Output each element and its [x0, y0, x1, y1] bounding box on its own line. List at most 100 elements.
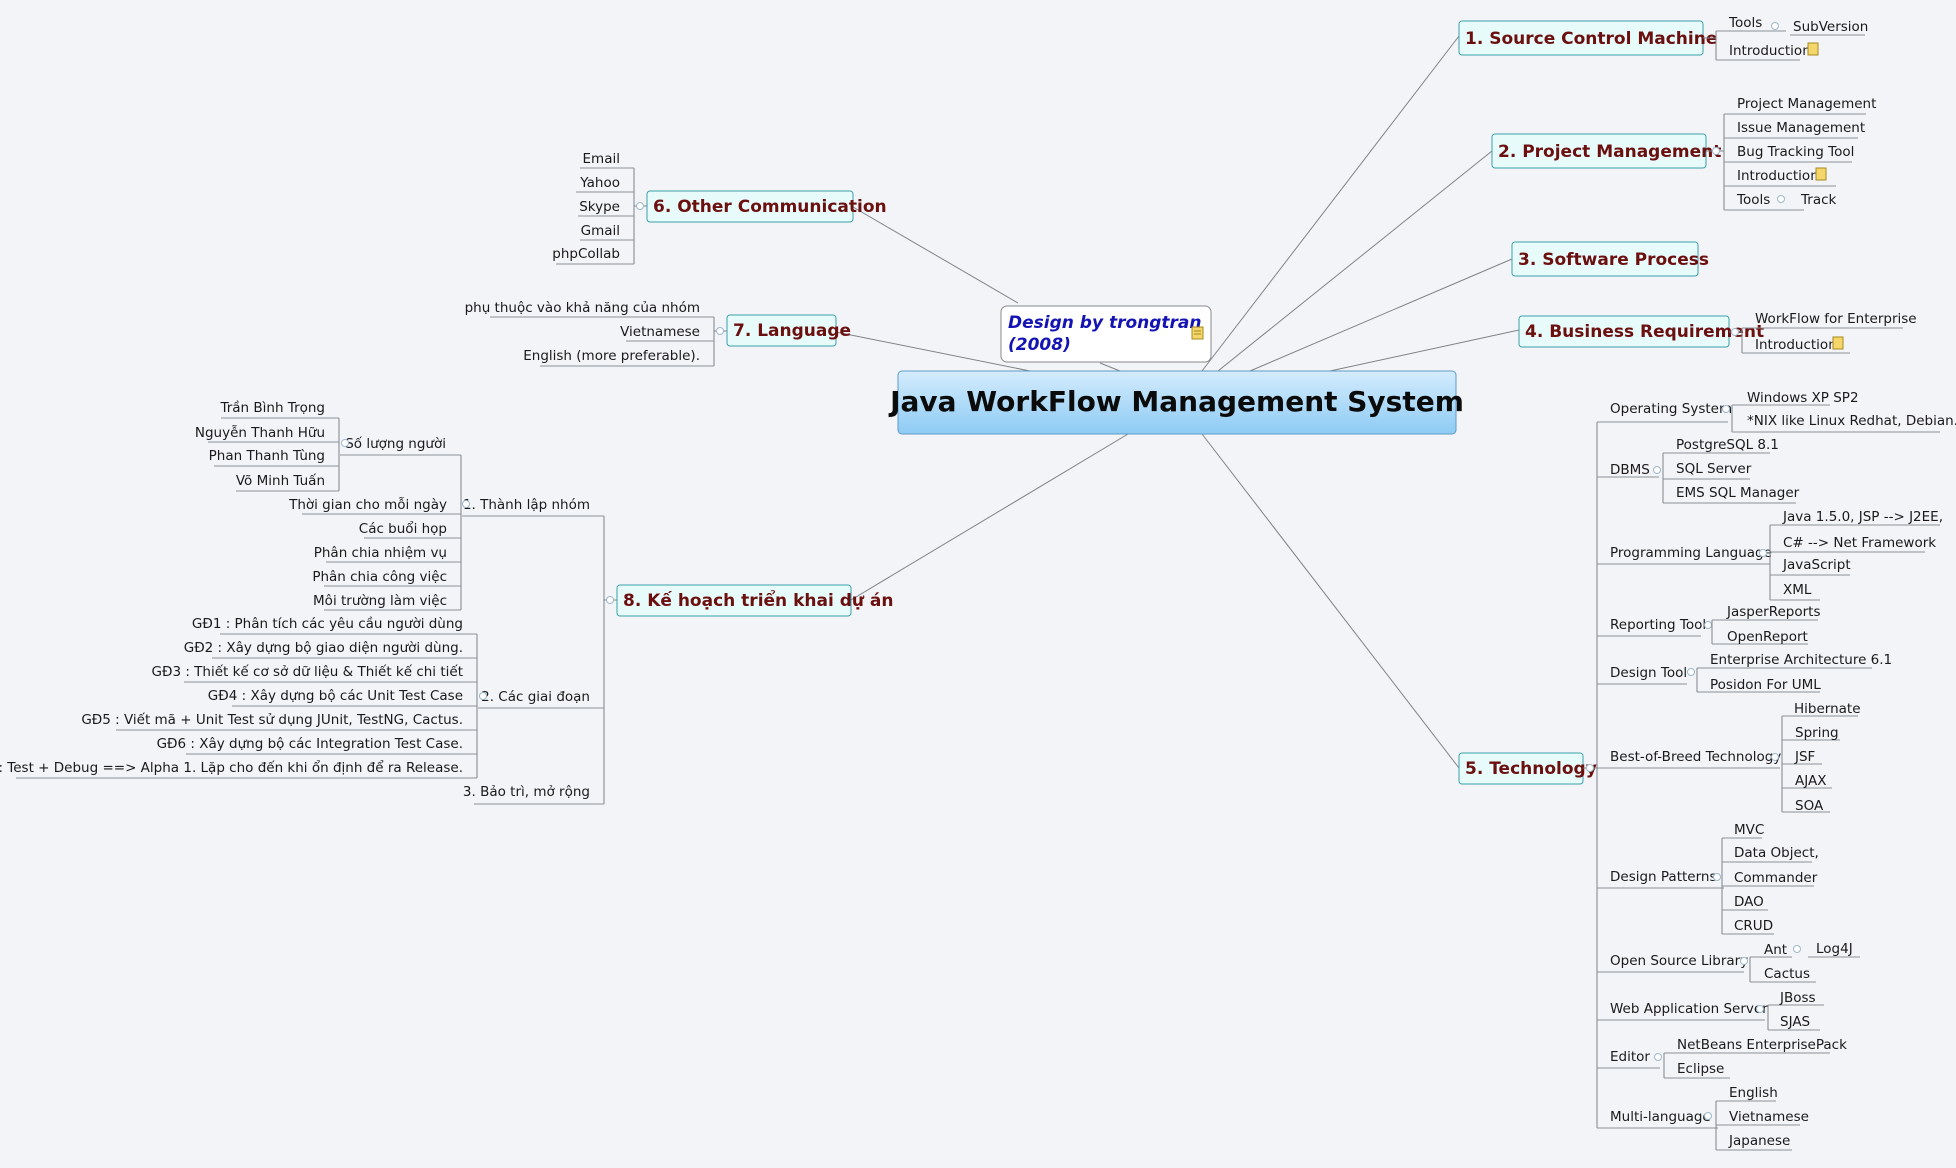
language-item: Vietnamese: [620, 324, 700, 340]
comm-item: phpCollab: [552, 246, 620, 262]
editor-item: Eclipse: [1677, 1061, 1724, 1077]
phase-item: GĐ3 : Thiết kế cơ sở dữ liệu & Thiết kế …: [152, 663, 463, 680]
collapse-knob[interactable]: [1704, 621, 1712, 629]
pattern-item: MVC: [1734, 822, 1764, 838]
team-item: Phân chia công việc: [312, 569, 447, 585]
team-item: Môi trường làm việc: [313, 593, 447, 609]
branch-6-title: 6. Other Communication: [653, 197, 887, 217]
collapse-knob[interactable]: [1756, 1005, 1764, 1013]
branch-2-children: Project Management Issue Management Bug …: [1706, 96, 1876, 211]
collapse-knob[interactable]: [341, 439, 349, 447]
was-item: JBoss: [1779, 990, 1816, 1006]
collapse-knob[interactable]: [1687, 668, 1695, 676]
dbms-item: PostgreSQL 8.1: [1676, 437, 1779, 453]
collapse-knob[interactable]: [479, 692, 487, 700]
branch-1-children: Tools SubVersion Introduction: [1703, 15, 1868, 61]
collapse-knob[interactable]: [1777, 195, 1785, 203]
design-tool-item: Enterprise Architecture 6.1: [1710, 652, 1892, 668]
branch-4-children: WorkFlow for Enterprise Introduction: [1729, 311, 1917, 354]
tech-group-label: Best-of-Breed Technology: [1610, 749, 1781, 765]
b2-item-0: Project Management: [1737, 96, 1876, 112]
comm-item: Yahoo: [579, 175, 620, 191]
introduction-leaf: Introduction: [1729, 43, 1811, 59]
tech-group-label: Reporting Tool: [1610, 617, 1706, 633]
branch-other-communication[interactable]: 6. Other Communication: [646, 190, 887, 223]
member-item: Phan Thanh Tùng: [209, 448, 325, 464]
collapse-knob[interactable]: [1712, 147, 1720, 155]
report-item: OpenReport: [1727, 629, 1808, 645]
log4j-leaf: Log4J: [1816, 941, 1853, 957]
pattern-item: Data Object,: [1734, 845, 1819, 861]
tech-group-label: DBMS: [1610, 462, 1650, 478]
collapse-knob[interactable]: [1731, 328, 1739, 336]
central-title: Java WorkFlow Management System: [888, 385, 1464, 418]
team-item: Phân chia nhiệm vụ: [314, 545, 447, 561]
member-item: Nguyễn Thanh Hữu: [195, 424, 325, 441]
design-tool-item: Posidon For UML: [1710, 677, 1821, 693]
tools-label: Tools: [1728, 15, 1762, 31]
collapse-knob[interactable]: [1759, 549, 1767, 557]
comm-item: Gmail: [581, 223, 620, 239]
branch-technology[interactable]: 5. Technology: [1458, 752, 1597, 785]
branch-8-children: 1. Thành lập nhóm 2. Các giai đoạn 3. Bả…: [0, 400, 617, 805]
design-note-topic[interactable]: Design by trongtran (2008): [1000, 305, 1212, 363]
ml-item: Vietnamese: [1729, 1109, 1809, 1125]
branch-8-title: 8. Kế hoạch triển khai dự án: [623, 589, 893, 611]
branch-source-control[interactable]: 1. Source Control Machine: [1458, 20, 1717, 56]
people-count-label: Số lượng người: [345, 435, 446, 452]
lang-item: XML: [1783, 582, 1812, 598]
phase-item: GĐ1 : Phân tích các yêu cầu người dùng: [192, 616, 463, 632]
collapse-knob[interactable]: [1713, 873, 1721, 881]
collapse-knob[interactable]: [1722, 405, 1730, 413]
collapse-knob[interactable]: [1771, 22, 1779, 30]
note-icon[interactable]: [1832, 336, 1844, 350]
language-item: English (more preferable).: [523, 348, 700, 364]
note-icon[interactable]: [1807, 42, 1819, 56]
branch-deployment-plan[interactable]: 8. Kế hoạch triển khai dự án: [616, 584, 893, 617]
b2-tools: Tools: [1736, 192, 1770, 208]
collapse-knob[interactable]: [1793, 945, 1801, 953]
plan-step-1: 1. Thành lập nhóm: [463, 497, 590, 513]
branch-software-process[interactable]: 3. Software Process: [1511, 241, 1709, 277]
collapse-knob[interactable]: [462, 500, 470, 508]
collapse-knob[interactable]: [1704, 1112, 1712, 1120]
note-icon[interactable]: [1191, 326, 1204, 340]
collapse-knob[interactable]: [716, 327, 724, 335]
central-topic[interactable]: Java WorkFlow Management System: [888, 370, 1464, 435]
pattern-item: CRUD: [1734, 918, 1773, 934]
collapse-knob[interactable]: [1740, 957, 1748, 965]
b2-item-2: Bug Tracking Tool: [1737, 144, 1854, 160]
bob-item: SOA: [1795, 798, 1824, 814]
bob-item: Spring: [1795, 725, 1839, 741]
subversion-leaf: SubVersion: [1793, 19, 1868, 35]
phase-item: GĐ5 : Viết mã + Unit Test sử dụng JUnit,…: [81, 711, 463, 728]
dbms-item: EMS SQL Manager: [1676, 485, 1800, 501]
b4-item-1: Introduction: [1755, 337, 1837, 353]
report-item: JasperReports: [1726, 604, 1821, 620]
collapse-knob[interactable]: [1654, 1053, 1662, 1061]
collapse-knob[interactable]: [636, 202, 644, 210]
plan-step-2: 2. Các giai đoạn: [481, 689, 590, 705]
bob-item: Hibernate: [1794, 701, 1861, 717]
branch-project-management[interactable]: 2. Project Management: [1491, 133, 1721, 169]
comm-item: Skype: [579, 199, 620, 215]
main-connectors: [835, 35, 1520, 769]
collapse-knob[interactable]: [1653, 466, 1661, 474]
collapse-knob[interactable]: [1586, 764, 1594, 772]
ml-item: English: [1729, 1085, 1778, 1101]
phase-item: GĐ6 : Xây dựng bộ các Integration Test C…: [157, 736, 463, 752]
phase-item: GĐ2 : Xây dựng bộ giao diện người dùng.: [184, 640, 463, 656]
note-icon[interactable]: [1815, 167, 1827, 181]
collapse-knob[interactable]: [1771, 753, 1779, 761]
collapse-knob[interactable]: [606, 596, 614, 604]
branch-language[interactable]: 7. Language: [726, 314, 851, 347]
member-item: Trần Bình Trọng: [219, 400, 325, 416]
branch-7-children: phụ thuộc vào khả năng của nhóm Vietname…: [465, 300, 727, 367]
ml-item: Japanese: [1728, 1133, 1790, 1149]
branch-business-requirement[interactable]: 4. Business Requirement: [1518, 315, 1764, 348]
branch-3-title: 3. Software Process: [1518, 250, 1709, 270]
tech-group-label: Operating System: [1610, 401, 1732, 417]
branch-6-children: Email Yahoo Skype Gmail phpCollab: [552, 151, 647, 265]
pattern-item: Commander: [1734, 870, 1818, 886]
